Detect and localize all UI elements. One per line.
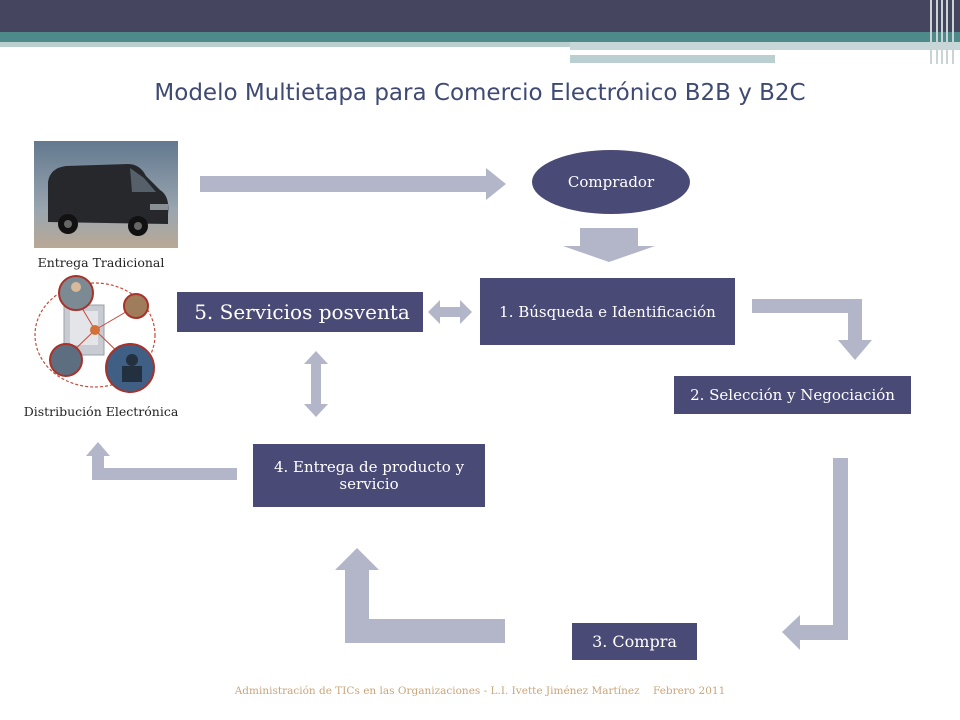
header-stripe bbox=[936, 0, 938, 64]
header-stripe bbox=[930, 0, 932, 64]
node-comprador: Comprador bbox=[532, 150, 690, 214]
arrow-elbow-right-down bbox=[752, 299, 872, 360]
header-stripe bbox=[946, 0, 948, 64]
footer: Administración de TICs en las Organizaci… bbox=[0, 685, 960, 697]
arrow-elbow-left-up-small bbox=[86, 442, 237, 480]
van-label: Entrega Tradicional bbox=[37, 255, 165, 270]
page-title: Modelo Multietapa para Comercio Electrón… bbox=[154, 80, 806, 106]
van-image bbox=[34, 141, 178, 248]
arrow-down bbox=[563, 228, 655, 262]
header-light-bar bbox=[570, 55, 775, 63]
double-arrow-vertical bbox=[304, 351, 328, 417]
header-light-bar bbox=[0, 42, 570, 47]
node-compra: 3. Compra bbox=[572, 623, 697, 660]
header-light-bar bbox=[570, 42, 960, 50]
footer-date: Febrero 2011 bbox=[653, 685, 726, 697]
header-stripe bbox=[941, 0, 943, 64]
node-busqueda: 1. Búsqueda e Identificación bbox=[480, 278, 735, 345]
electronic-distribution-image bbox=[34, 275, 156, 393]
footer-text: Administración de TICs en las Organizaci… bbox=[234, 685, 640, 697]
double-arrow-horizontal bbox=[428, 300, 472, 324]
node-servicios: 5. Servicios posventa bbox=[177, 292, 423, 332]
arrow-right bbox=[200, 168, 506, 200]
header-dark-bar bbox=[0, 0, 960, 32]
header-teal-bar bbox=[0, 32, 960, 42]
node-entrega: 4. Entrega de producto y servicio bbox=[253, 444, 485, 507]
network-label: Distribución Electrónica bbox=[23, 404, 179, 419]
arrow-elbow-left-up bbox=[335, 548, 505, 643]
header-stripe bbox=[952, 0, 954, 64]
arrow-elbow-down-left bbox=[782, 458, 848, 650]
node-seleccion: 2. Selección y Negociación bbox=[674, 376, 911, 414]
